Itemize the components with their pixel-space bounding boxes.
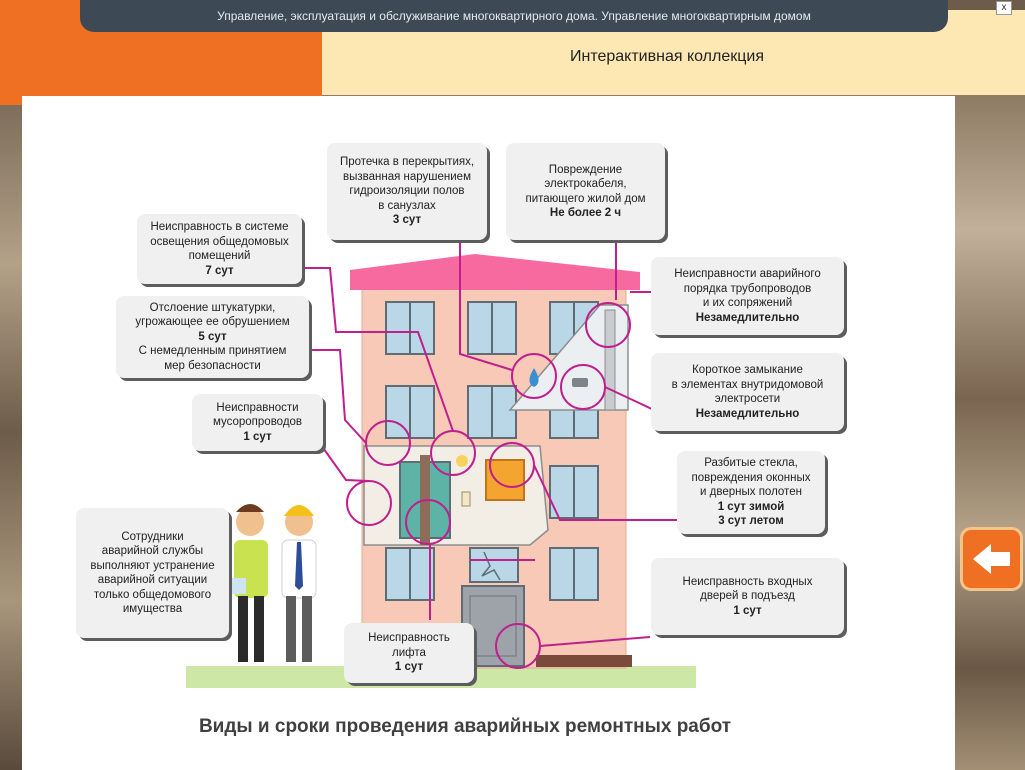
card-short-text: Короткое замыкание в элементах внутридом… — [671, 364, 824, 405]
card-lighting-text: Неисправность в системе освещения общедо… — [150, 221, 289, 262]
card-short-term: Незамедлительно — [695, 407, 800, 420]
broken-window — [469, 547, 519, 583]
card-emergency-staff: Сотрудники аварийной службы выполняют ус… — [76, 508, 229, 638]
plug-icon — [572, 378, 588, 387]
collection-title: Интерактивная коллекция — [569, 48, 765, 65]
card-pipes-fault: Неисправности аварийного порядка трубопр… — [651, 257, 844, 335]
card-plaster-note: С немедленным принятием мер безопасности — [138, 345, 287, 372]
card-leak-text: Протечка в перекрытиях, вызванная наруше… — [339, 156, 475, 212]
building-roof — [350, 254, 640, 290]
card-broken-glass: Разбитые стекла, повреждения оконных и д… — [677, 451, 825, 534]
card-glass-text: Разбитые стекла, повреждения оконных и д… — [691, 457, 811, 499]
lightbulb-icon — [456, 455, 468, 467]
card-plaster-term: 5 сут — [198, 330, 227, 343]
card-garbage-text: Неисправности мусоропроводов — [212, 401, 303, 429]
card-lift-text: Неисправность лифта — [368, 632, 450, 659]
water-drop-icon — [529, 368, 539, 387]
card-cable-term: Не более 2 ч — [549, 207, 622, 219]
background-cityscape-left — [0, 95, 22, 770]
back-button[interactable] — [963, 530, 1020, 588]
card-cable-damage: Повреждение электрокабеля, питающего жил… — [506, 143, 665, 240]
course-title-bar: Управление, эксплуатация и обслуживание … — [80, 0, 948, 32]
arrow-left-icon — [973, 544, 1010, 574]
course-title: Управление, эксплуатация и обслуживание … — [217, 9, 811, 23]
card-staff-text: Сотрудники аварийной службы выполняют ус… — [90, 530, 215, 616]
card-doors-term: 1 сут — [733, 604, 762, 617]
pipe — [604, 309, 616, 411]
emergency-workers-illustration — [226, 504, 317, 662]
card-plaster-fault: Отслоение штукатурки, угрожающее ее обру… — [116, 296, 309, 378]
card-plaster-text: Отслоение штукатурки, угрожающее ее обру… — [135, 301, 290, 329]
card-cable-text: Повреждение электрокабеля, питающего жил… — [525, 163, 646, 205]
building-foundation — [536, 655, 632, 667]
card-pipes-text: Неисправности аварийного порядка трубопр… — [674, 268, 821, 309]
card-glass-term-winter: 1 сут зимой — [717, 500, 785, 513]
room-painting — [485, 459, 525, 501]
card-short-circuit: Короткое замыкание в элементах внутридом… — [651, 353, 844, 431]
card-floor-leak: Протечка в перекрытиях, вызванная наруше… — [327, 143, 487, 240]
card-glass-term-summer: 3 сут летом — [718, 515, 784, 528]
card-leak-term: 3 сут — [392, 214, 422, 227]
card-lighting-term: 7 сут — [205, 264, 234, 277]
infographic-caption: Виды и сроки проведения аварийных ремонт… — [198, 716, 732, 737]
card-lift-term: 1 сут — [394, 661, 424, 674]
card-lift-fault: Неисправность лифта 1 сут — [344, 623, 474, 683]
card-lighting-fault: Неисправность в системе освещения общедо… — [137, 214, 302, 284]
background-cityscape-right — [955, 95, 1025, 770]
close-icon[interactable]: x — [996, 1, 1012, 15]
light-switch — [461, 491, 471, 507]
card-doors-text: Неисправность входных дверей в подъезд — [682, 575, 813, 603]
card-garbage-term: 1 сут — [243, 430, 272, 443]
card-garbage-chute: Неисправности мусоропроводов 1 сут — [192, 394, 323, 451]
cutaway-pipes-area — [508, 304, 629, 411]
card-pipes-term: Незамедлительно — [695, 311, 800, 324]
card-entrance-doors: Неисправность входных дверей в подъезд 1… — [651, 558, 844, 635]
